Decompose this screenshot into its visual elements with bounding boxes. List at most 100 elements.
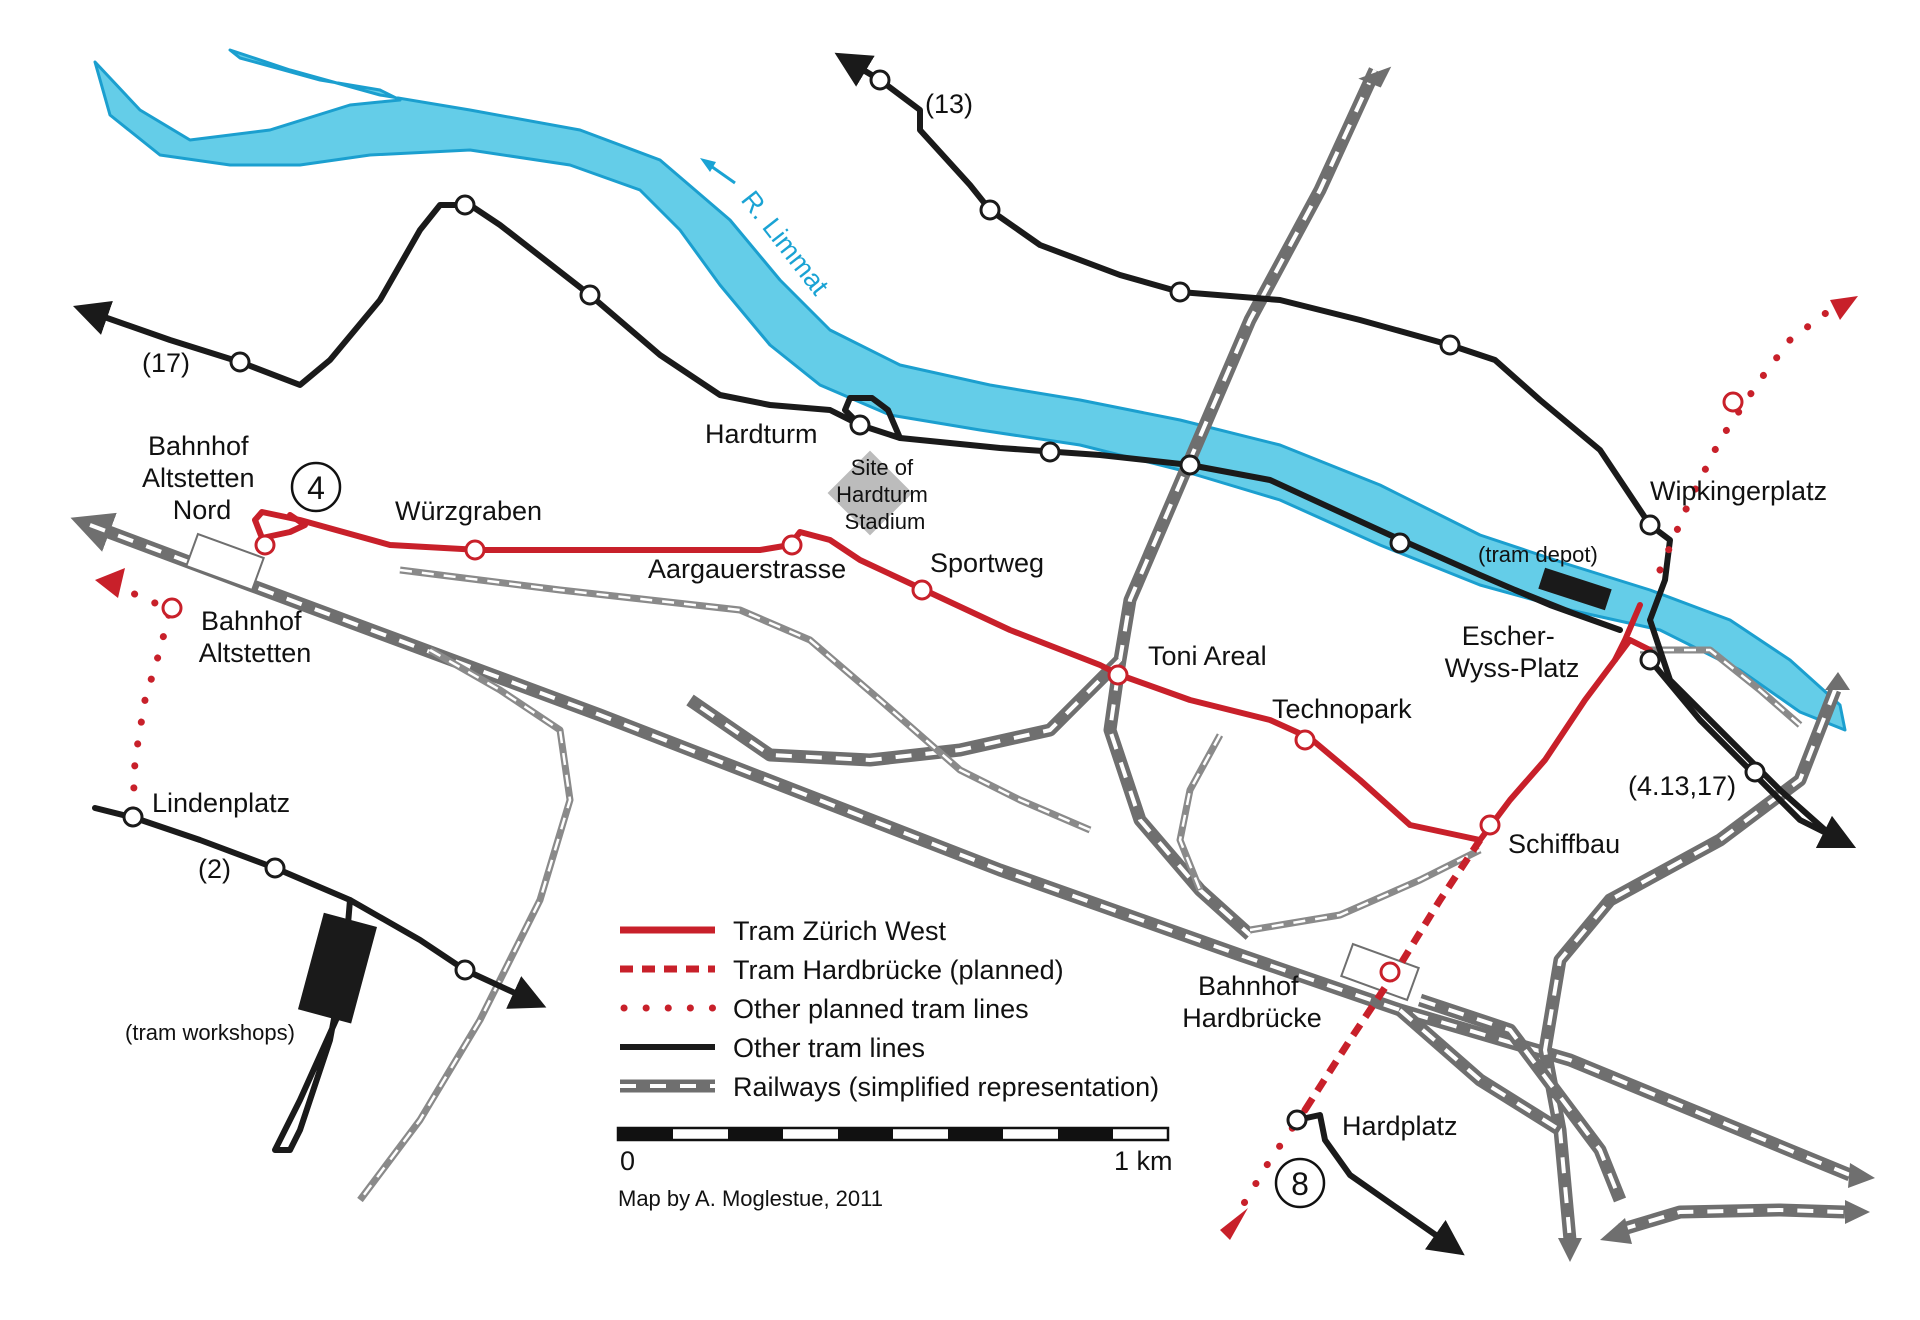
stop-wipkingerplatz bbox=[1639, 514, 1661, 536]
legend-label-other-tram: Other tram lines bbox=[733, 1033, 925, 1063]
stop-escher-wyss bbox=[1639, 649, 1661, 671]
stop-technopark bbox=[1294, 729, 1316, 751]
scale-bar: 0 1 km bbox=[616, 1126, 1173, 1176]
label-hardplatz: Hardplatz bbox=[1342, 1111, 1458, 1141]
route-badges: 4 8 bbox=[290, 461, 1326, 1209]
stop-line2-2 bbox=[454, 959, 476, 981]
stop-planned-wipkingen bbox=[1722, 391, 1744, 413]
rail-arrow-north bbox=[1358, 66, 1392, 88]
label-lindenplatz: Lindenplatz bbox=[152, 788, 290, 818]
stop-line13-3 bbox=[1169, 281, 1191, 303]
tram-zurich-west bbox=[252, 509, 1653, 843]
scale-segment-3 bbox=[838, 1128, 893, 1140]
tram-workshops bbox=[297, 912, 377, 1024]
label-tram-depot: (tram depot) bbox=[1478, 542, 1598, 567]
rail-arrow-east-lower bbox=[1845, 1200, 1870, 1224]
stop-line17-6 bbox=[1389, 532, 1411, 554]
route-4-number: 4 bbox=[307, 470, 325, 506]
label-wuerzgraben: Würzgraben bbox=[395, 496, 542, 526]
stop-schiffbau bbox=[1479, 814, 1501, 836]
line-17-track bbox=[73, 202, 1623, 633]
route-8-number: 8 bbox=[1291, 1166, 1309, 1202]
label-line-17: (17) bbox=[142, 348, 190, 378]
label-escher-wyss: Escher- Wyss-Platz bbox=[1445, 621, 1580, 683]
label-hardturm: Hardturm bbox=[705, 419, 818, 449]
stadium-site-marker bbox=[827, 450, 913, 536]
stop-aargauerstrasse bbox=[781, 534, 803, 556]
stop-toni-areal bbox=[1107, 664, 1129, 686]
labels: Bahnhof Altstetten Nord Bahnhof Altstett… bbox=[125, 89, 1827, 1141]
stop-line13-1 bbox=[869, 69, 891, 91]
label-schiffbau: Schiffbau bbox=[1508, 829, 1620, 859]
stop-lindenplatz bbox=[122, 806, 144, 828]
label-sportweg: Sportweg bbox=[930, 548, 1044, 578]
line-8-track bbox=[1294, 1112, 1465, 1256]
tram-hardbruecke-track bbox=[1302, 838, 1483, 1112]
stop-line17-4 bbox=[1039, 441, 1061, 463]
label-line-4-13-17: (4.13,17) bbox=[1628, 771, 1736, 801]
river-main bbox=[93, 48, 1847, 732]
escher-wyss-connector bbox=[1477, 637, 1653, 843]
label-altstetten: Bahnhof Altstetten bbox=[199, 606, 312, 668]
map-credit: Map by A. Moglestue, 2011 bbox=[618, 1186, 883, 1211]
rail-arrow-south bbox=[1558, 1238, 1582, 1262]
stop-wuerzgraben bbox=[464, 539, 486, 561]
route-4-badge bbox=[290, 461, 342, 513]
label-technopark: Technopark bbox=[1272, 694, 1412, 724]
scale-segment-2 bbox=[728, 1128, 783, 1140]
red-arrow-west bbox=[95, 568, 125, 598]
railways bbox=[70, 66, 1875, 1262]
rail-arrow-southwest bbox=[1600, 1218, 1632, 1244]
legend-label-zurich-west: Tram Zürich West bbox=[733, 916, 947, 946]
stop-altstetten-nord bbox=[254, 534, 276, 556]
red-stops bbox=[161, 391, 1744, 983]
stop-line13-2 bbox=[979, 199, 1001, 221]
stop-hardturm bbox=[849, 414, 871, 436]
stop-line13-4 bbox=[1439, 334, 1461, 356]
label-aargauerstrasse: Aargauerstrasse bbox=[648, 554, 846, 584]
label-line-2: (2) bbox=[198, 854, 231, 884]
station-box-altstetten bbox=[185, 532, 265, 592]
stop-line17-1 bbox=[229, 351, 251, 373]
hardturm-loop bbox=[842, 395, 903, 441]
legend: Tram Zürich West Tram Hardbrücke (planne… bbox=[620, 916, 1159, 1102]
stop-line2-1 bbox=[264, 857, 286, 879]
depot-spur bbox=[1512, 587, 1573, 615]
stop-line17-3 bbox=[579, 284, 601, 306]
label-line-13: (13) bbox=[925, 89, 973, 119]
planned-line-altstetten bbox=[106, 581, 175, 814]
rail-arrow-northeast bbox=[1825, 672, 1850, 690]
scale-segment-4 bbox=[948, 1128, 1003, 1140]
red-arrow-northeast bbox=[1830, 296, 1858, 320]
scale-end-label: 1 km bbox=[1114, 1146, 1173, 1176]
legend-label-hardbruecke: Tram Hardbrücke (planned) bbox=[733, 955, 1064, 985]
legend-label-railway: Railways (simplified representation) bbox=[733, 1072, 1159, 1102]
rail-arrow-east bbox=[1848, 1163, 1875, 1188]
scale-segment-5 bbox=[1058, 1128, 1113, 1140]
label-tram-workshops: (tram workshops) bbox=[125, 1020, 295, 1045]
stop-line4-1 bbox=[1744, 761, 1766, 783]
altstetten-loop bbox=[259, 512, 308, 541]
other-tram-lines bbox=[73, 52, 1857, 1256]
planned-line-wipkingen bbox=[1656, 306, 1834, 574]
route-8-badge bbox=[1274, 1157, 1326, 1209]
tram-depot bbox=[1538, 567, 1612, 611]
black-stops bbox=[122, 69, 1766, 1131]
stop-hardplatz bbox=[1286, 1109, 1308, 1131]
scale-start-label: 0 bbox=[620, 1146, 635, 1176]
label-wipkingerplatz: Wipkingerplatz bbox=[1650, 476, 1827, 506]
label-altstetten-nord: Bahnhof Altstetten Nord bbox=[142, 431, 262, 525]
label-hardbruecke: Bahnhof Hardbrücke bbox=[1182, 971, 1322, 1033]
river-flow-arrowhead bbox=[700, 158, 716, 172]
stop-planned-altstetten bbox=[161, 597, 183, 619]
legend-label-planned: Other planned tram lines bbox=[733, 994, 1029, 1024]
stop-hardbruecke bbox=[1379, 961, 1401, 983]
stop-line17-2 bbox=[454, 194, 476, 216]
wipkingen-connector bbox=[1612, 602, 1643, 663]
stop-sportweg bbox=[911, 579, 933, 601]
stadium-site-label: Site of Hardturm Stadium bbox=[836, 455, 934, 534]
scale-segment-1 bbox=[618, 1128, 673, 1140]
tram-zurich-west-track bbox=[252, 509, 1483, 843]
red-arrow-southwest bbox=[1220, 1208, 1248, 1240]
